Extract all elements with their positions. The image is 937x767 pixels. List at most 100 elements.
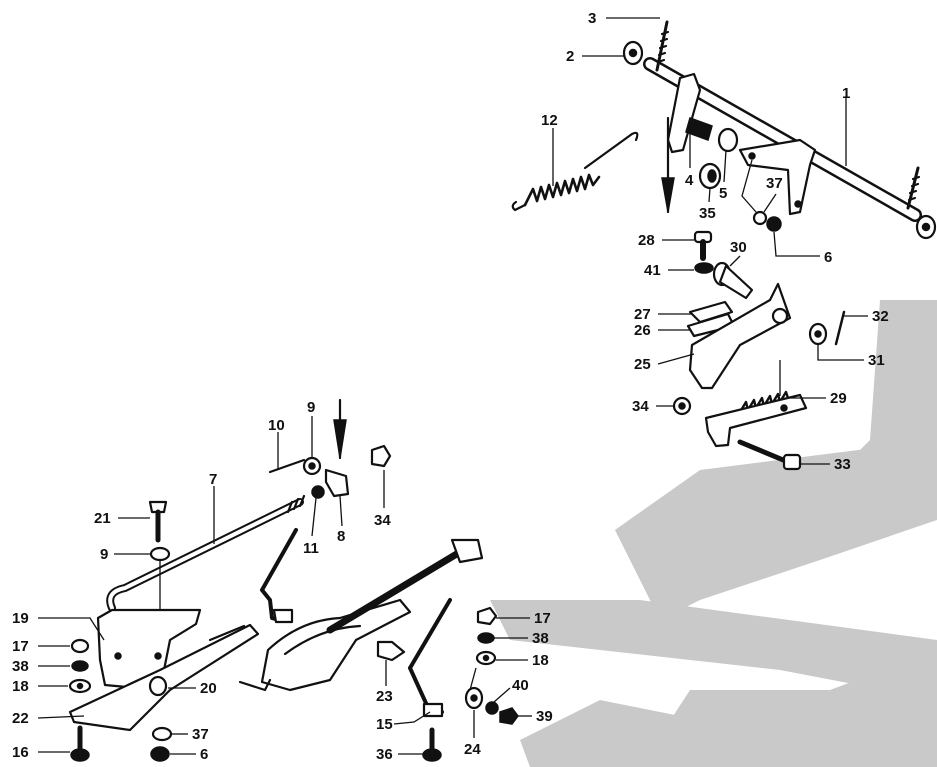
- cotter-pin-right-coil: [907, 175, 921, 202]
- callout-12: 12: [541, 112, 558, 129]
- center-rod-clevis: [450, 538, 484, 564]
- washer-38-right: [477, 632, 495, 644]
- callout-33: 33: [834, 456, 851, 473]
- bracket-15: [408, 598, 452, 714]
- pin-30-shank: [718, 264, 754, 300]
- lock-washer-41: [694, 262, 714, 274]
- nut-34-lower: [370, 444, 392, 468]
- callout-11: 11: [303, 540, 319, 557]
- rod-7-highlight: [108, 500, 302, 610]
- callout-labels: 3 2 1 12 4 5 35 37 6 28 30 41 27 26 25 3…: [12, 10, 889, 763]
- center-lever-slot: [283, 624, 362, 656]
- leader-11: [311, 497, 317, 537]
- callout-1: 1: [842, 85, 850, 102]
- bent-bracket-foot: [272, 608, 294, 624]
- washer-2-hole: [628, 48, 638, 58]
- spring-12: [511, 131, 639, 212]
- center-lever-plate: [260, 598, 412, 692]
- leader-37a: [763, 193, 777, 213]
- leader-6a: [773, 231, 820, 257]
- washer-37-lower: [151, 726, 173, 742]
- bracket-29: [704, 393, 808, 448]
- bracket-to-washer-guide: [741, 159, 757, 213]
- watermark-band-middle: [490, 600, 937, 700]
- callout-39: 39: [536, 708, 553, 725]
- callout-31: 31: [868, 352, 885, 369]
- lever-block-25: [688, 282, 792, 390]
- bushing-5: [717, 127, 739, 153]
- plate-19-hole-a: [114, 652, 122, 660]
- callout-40: 40: [512, 677, 529, 694]
- cotter-pin-3-coil: [656, 30, 670, 64]
- leader-8: [339, 495, 343, 527]
- washer-31-hole: [814, 330, 822, 338]
- washer-18-right-hole: [482, 654, 490, 662]
- nut-39: [499, 707, 519, 725]
- direction-arrow-upper-head: [661, 177, 675, 213]
- washer-38-left: [71, 660, 89, 672]
- callout-37-upper: 37: [766, 175, 783, 192]
- callout-15: 15: [376, 716, 393, 733]
- leader-22: [37, 715, 85, 719]
- callout-4: 4: [685, 172, 694, 189]
- washer-9-upper-hole: [308, 462, 316, 470]
- callout-16: 16: [12, 744, 29, 761]
- nut-6-upper: [766, 216, 782, 232]
- callout-41: 41: [644, 262, 661, 279]
- washer-9-lower: [149, 546, 171, 562]
- nut-34-upper-hole: [678, 402, 686, 410]
- roller-35-core: [707, 169, 717, 183]
- washer-right-end-hole: [921, 222, 931, 232]
- nut-17-right: [476, 606, 498, 626]
- base-plate-22: [68, 623, 260, 732]
- direction-arrow-lower-head: [333, 419, 347, 459]
- leader-5: [723, 149, 727, 183]
- callout-25: 25: [634, 356, 651, 373]
- pin-10: [268, 458, 306, 474]
- spring-12-coils: [523, 173, 601, 207]
- callout-35: 35: [699, 205, 716, 222]
- bracket-29-hole: [780, 404, 788, 412]
- base-plate-22-slot: [208, 624, 246, 642]
- callout-38-right: 38: [532, 630, 549, 647]
- watermark-background: [490, 300, 937, 767]
- callout-5: 5: [719, 185, 727, 202]
- center-rod: [326, 548, 464, 634]
- callout-17-right: 17: [534, 610, 551, 627]
- spring-12-end: [511, 200, 527, 212]
- nut-6-lower: [150, 746, 170, 762]
- callout-9-lower: 9: [100, 546, 108, 563]
- callout-29: 29: [830, 390, 847, 407]
- linkage-rod-assembly: [68, 398, 519, 762]
- leader-35: [708, 187, 711, 203]
- center-lever-tab: [238, 678, 272, 692]
- leader-15: [393, 711, 431, 725]
- leader-19: [38, 617, 105, 641]
- nut-17-left: [70, 638, 90, 654]
- rod-7-thread: [286, 494, 306, 514]
- pivot-linkage-assembly: [672, 230, 846, 471]
- watermark-band-diagonal-upper: [615, 440, 937, 620]
- callout-18-right: 18: [532, 652, 549, 669]
- callout-2: 2: [566, 48, 574, 65]
- callout-9-upper: 9: [307, 399, 315, 416]
- plate-27: [688, 300, 734, 324]
- bolt-23: [376, 640, 406, 662]
- callout-36: 36: [376, 746, 393, 763]
- callout-18-left: 18: [12, 678, 29, 695]
- lock-washer-40: [485, 701, 499, 715]
- washer-24-hole: [470, 694, 478, 702]
- callout-30: 30: [730, 239, 747, 256]
- plate-19: [96, 608, 202, 692]
- watermark-band-lower-right: [640, 650, 937, 767]
- lever-block-25-hole: [771, 307, 789, 325]
- callout-7: 7: [209, 471, 217, 488]
- nut-11: [311, 485, 325, 499]
- bolt-33-shank: [737, 439, 791, 465]
- callout-6-lower: 6: [200, 746, 208, 763]
- callout-6-upper: 6: [824, 249, 832, 266]
- clevis-8: [324, 468, 350, 498]
- leader-40: [493, 687, 511, 703]
- callout-23: 23: [376, 688, 393, 705]
